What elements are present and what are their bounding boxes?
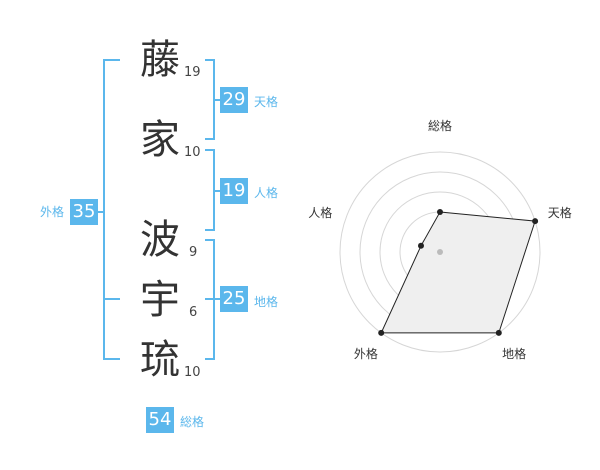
radar-axis-label-5: 人格 — [308, 206, 333, 221]
tenkaku-score-box: 29 — [220, 87, 248, 113]
name-analysis-panel: 藤 家 波 宇 琉 19 10 9 6 10 29 天格 19 人格 25 地格… — [40, 37, 279, 433]
radar-point-4 — [378, 329, 385, 336]
bracket-lines — [98, 59, 220, 360]
radar-axis-label-4: 外格 — [353, 346, 378, 361]
gaikaku-bracket — [103, 59, 120, 360]
radar-data-points — [378, 209, 539, 336]
stroke-count-2: 10 — [184, 145, 201, 160]
soukaku-label: 総格 — [180, 415, 205, 429]
name-char-1: 藤 — [140, 37, 180, 83]
jinkaku-score-box: 19 — [220, 178, 248, 204]
soukaku-score-box: 54 — [146, 407, 174, 433]
grouping-brackets — [98, 59, 220, 360]
radar-axis-label-2: 天格 — [547, 206, 572, 221]
name-char-3: 波 — [140, 217, 180, 263]
chikaku-score-box: 25 — [220, 286, 248, 312]
gaikaku-label: 外格 — [40, 205, 65, 219]
radar-axis-label-1: 総格 — [428, 119, 453, 133]
name-char-5: 琉 — [140, 337, 180, 383]
name-char-2: 家 — [140, 117, 180, 163]
tenkaku-label: 天格 — [254, 95, 279, 109]
stroke-count-5: 10 — [184, 365, 201, 380]
radar-chart — [339, 151, 541, 353]
chikaku-label: 地格 — [254, 295, 279, 309]
tenkaku-bracket — [205, 59, 215, 140]
radar-point-1 — [437, 209, 443, 215]
jinkaku-bracket — [205, 149, 215, 231]
gaikaku-score-box: 35 — [70, 199, 98, 225]
radar-data-shape — [380, 211, 536, 334]
stroke-count-3: 9 — [189, 245, 198, 260]
name-char-4: 宇 — [140, 277, 180, 323]
jinkaku-label: 人格 — [254, 186, 279, 200]
radar-ring-5 — [339, 151, 541, 353]
radar-axis-label-3: 地格 — [502, 346, 527, 361]
stroke-count-1: 19 — [184, 65, 201, 80]
radar-center-dot — [437, 249, 443, 255]
radar-point-3 — [495, 329, 502, 336]
radar-point-5 — [418, 242, 424, 249]
radar-point-2 — [532, 218, 539, 225]
stroke-count-4: 6 — [189, 305, 198, 320]
